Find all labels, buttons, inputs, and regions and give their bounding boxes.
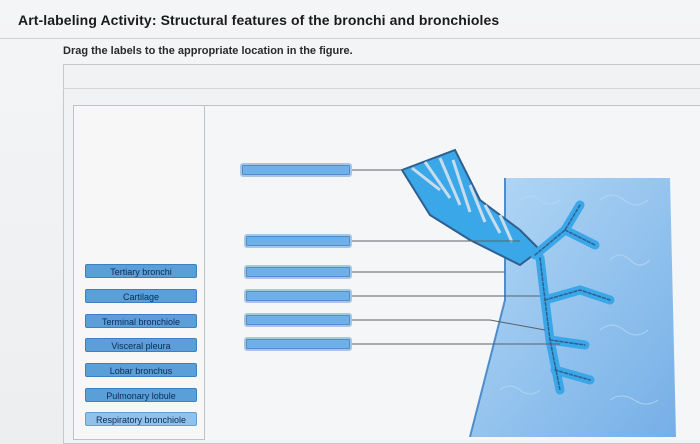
drop-target-5[interactable] [244, 313, 352, 327]
bronchiole-outlines [534, 204, 611, 391]
label-tertiary-bronchi[interactable]: Tertiary bronchi [85, 264, 197, 278]
drop-target-6[interactable] [244, 337, 352, 351]
activity-instruction: Drag the labels to the appropriate locat… [63, 45, 353, 57]
label-visceral-pleura[interactable]: Visceral pleura [85, 338, 197, 352]
label-pulmonary-lobule[interactable]: Pulmonary lobule [85, 388, 197, 402]
cartilage-rings [411, 157, 514, 243]
alveoli-texture [499, 194, 659, 405]
label-respiratory-bronchiole[interactable]: Respiratory bronchiole [85, 412, 197, 426]
frame-toolbar-divider [63, 88, 700, 89]
page-title: Art-labeling Activity: Structural featur… [18, 12, 500, 28]
drop-target-1[interactable] [240, 163, 352, 177]
label-terminal-bronchiole[interactable]: Terminal bronchiole [85, 314, 197, 328]
drop-target-2[interactable] [244, 234, 352, 248]
label-cartilage[interactable]: Cartilage [85, 289, 197, 303]
drop-target-4[interactable] [244, 289, 352, 303]
label-lobar-bronchus[interactable]: Lobar bronchus [85, 363, 197, 377]
header-divider [0, 38, 700, 39]
leader-lines [352, 169, 560, 345]
drop-target-3[interactable] [244, 265, 352, 279]
